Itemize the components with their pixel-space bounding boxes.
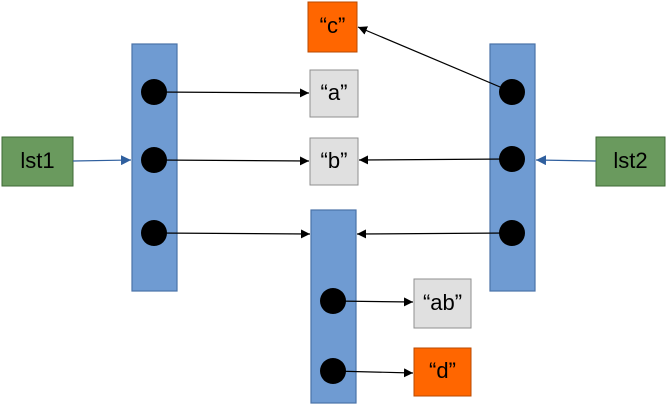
var-box-lst1 — [1, 136, 74, 187]
string-label-b: “b” — [321, 148, 348, 173]
string-label-d: “d” — [429, 358, 456, 383]
arrow-nested-slot-1-to-d — [332, 368, 414, 378]
string-box-c — [307, 1, 358, 53]
arrow-right-slot-0-to-c — [357, 26, 513, 93]
string-box-d — [413, 347, 472, 397]
var-label-lst2: lst2 — [613, 148, 647, 173]
left-list-slot-dot-2 — [141, 220, 167, 246]
string-box-a — [309, 69, 359, 118]
right-list-slot-dot-1 — [499, 146, 525, 172]
string-label-c: “c” — [320, 13, 346, 38]
arrow-nested-slot-0-to-ab — [332, 297, 414, 307]
nested-list-slot-dot-0 — [320, 288, 346, 314]
arrow-lst2-to-list-right — [535, 155, 597, 166]
string-label-ab: “ab” — [423, 290, 462, 315]
arrow-lst1-to-list-left — [72, 155, 132, 166]
string-box-b — [309, 137, 359, 186]
nested-list-slot-dot-1 — [320, 358, 346, 384]
arrow-right-slot-2-to-nested — [356, 229, 513, 239]
left-list-slot-dot-0 — [141, 79, 167, 105]
var-box-lst2 — [595, 136, 666, 187]
string-label-a: “a” — [321, 80, 348, 105]
var-label-lst1: lst1 — [20, 148, 54, 173]
arrow-left-slot-2-to-nested — [153, 229, 311, 239]
string-box-ab — [413, 278, 472, 329]
arrow-left-slot-1-to-b — [153, 156, 310, 166]
left-list-slot-dot-1 — [141, 147, 167, 173]
arrow-left-slot-0-to-a — [153, 88, 310, 98]
right-list-slot-dot-2 — [499, 220, 525, 246]
right-list-slot-dot-0 — [499, 79, 525, 105]
arrow-right-slot-1-to-b — [358, 155, 513, 165]
